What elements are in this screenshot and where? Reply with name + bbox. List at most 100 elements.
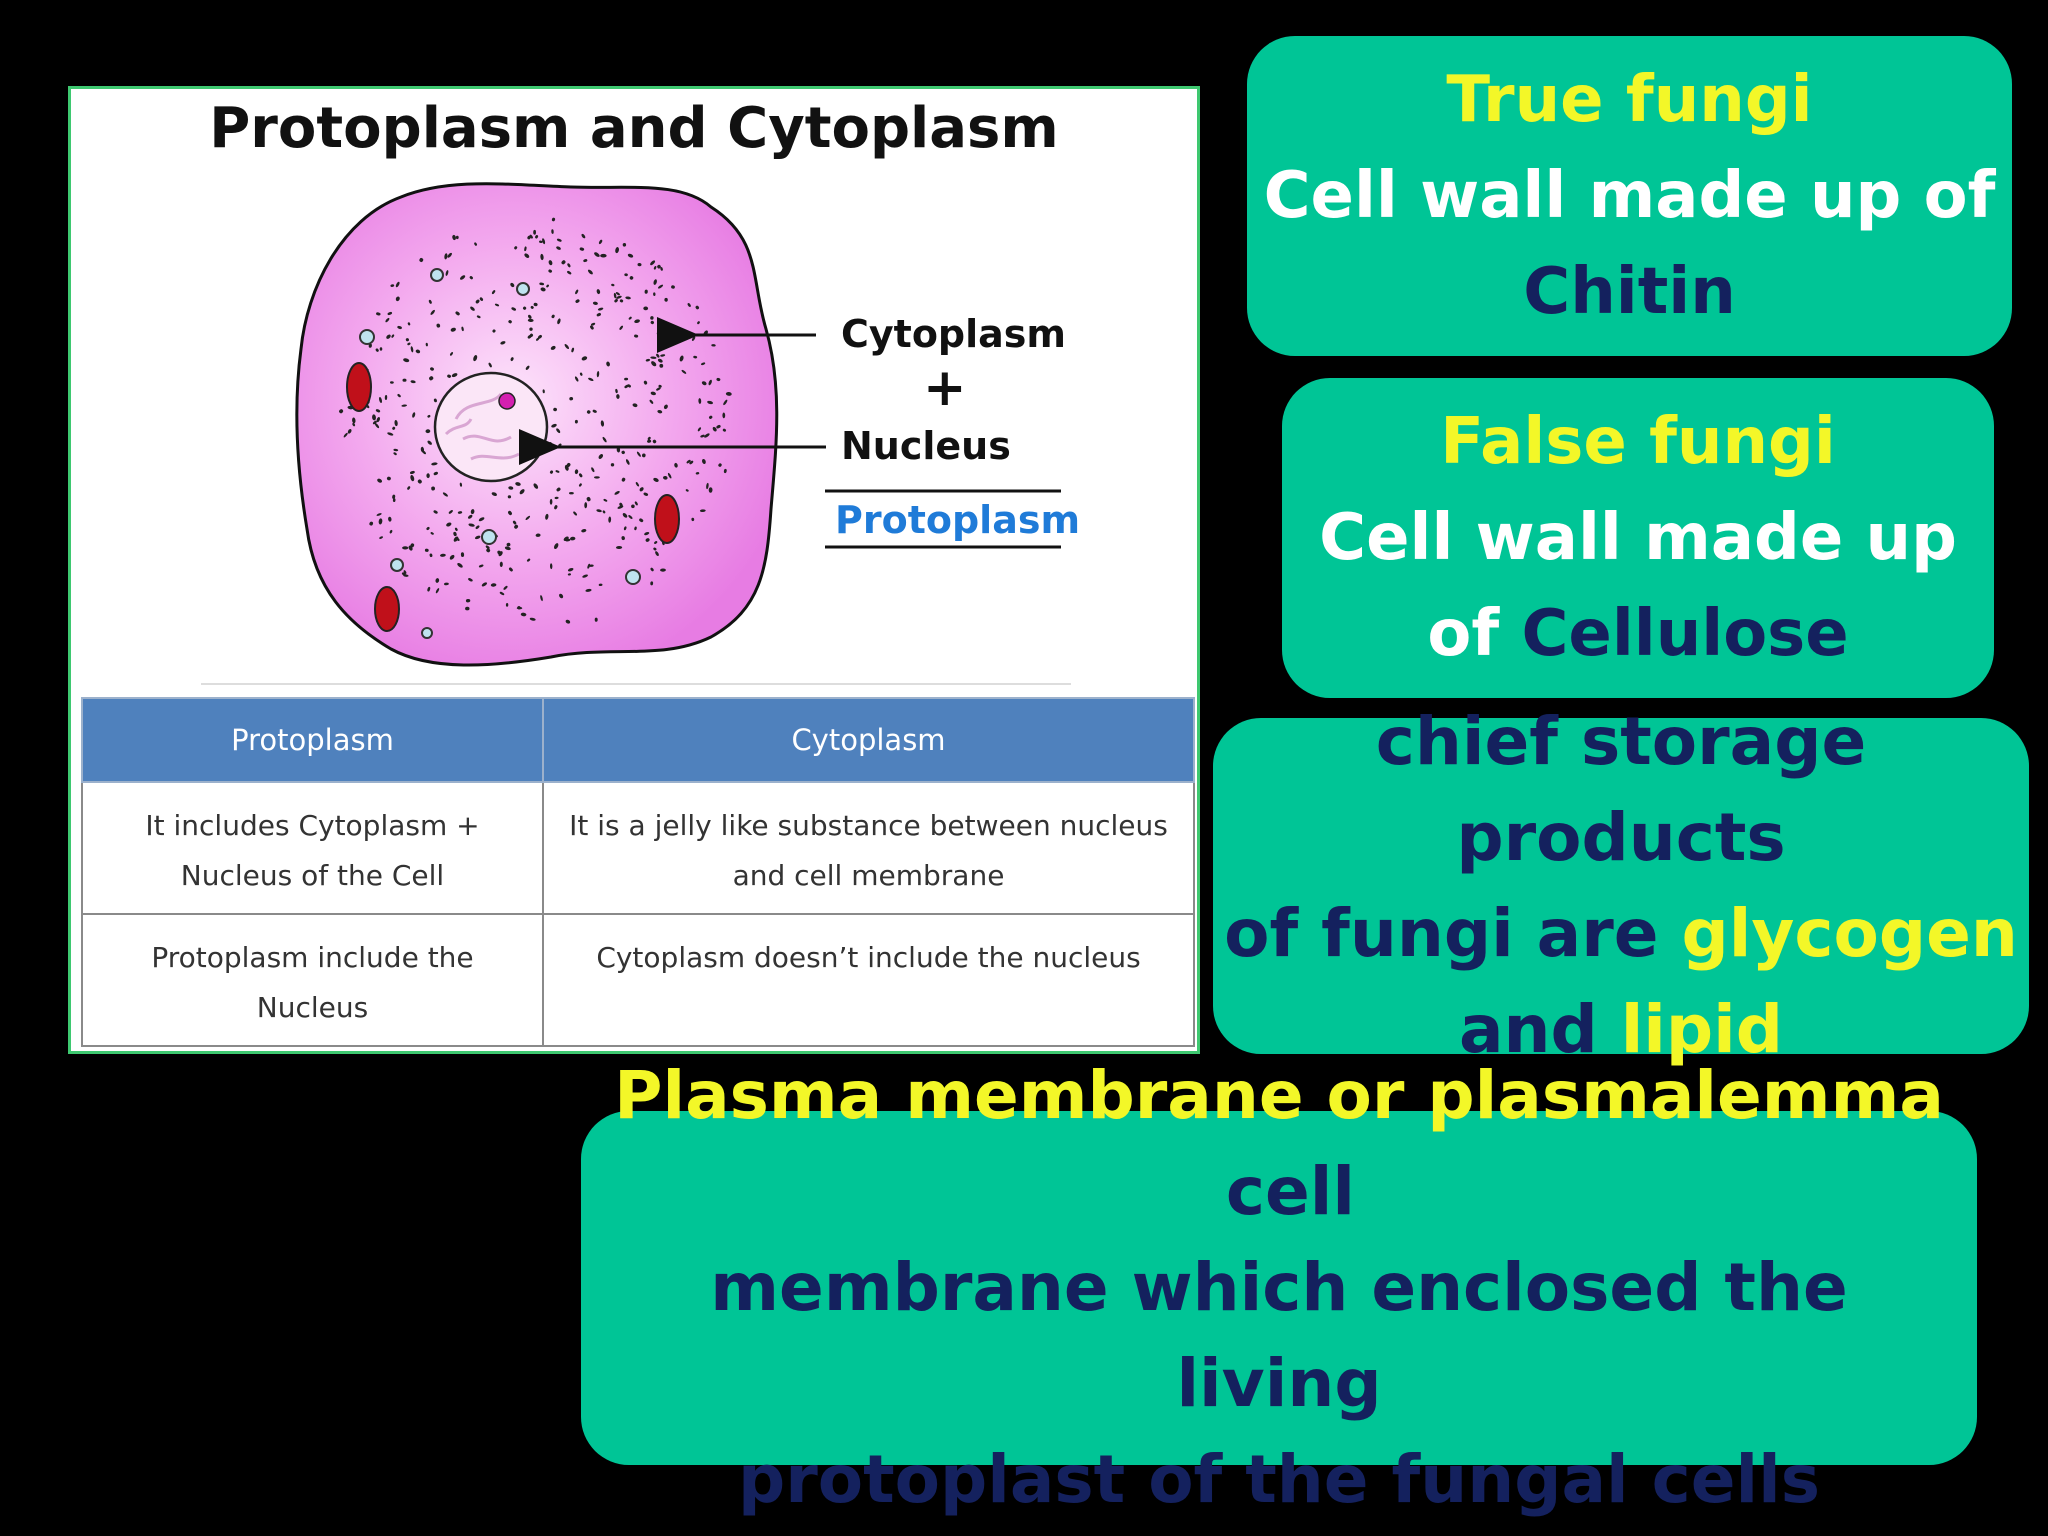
granule (706, 482, 709, 490)
granule (554, 496, 559, 500)
granule (598, 454, 604, 459)
false-fungi-material: Cellulose (1521, 597, 1849, 671)
table-cell: Cytoplasm doesn’t include the nucleus (542, 913, 1195, 1047)
granule (588, 377, 594, 382)
storage-lipid: lipid (1620, 991, 1784, 1068)
granule (641, 453, 646, 458)
granule (663, 475, 668, 480)
granule (430, 532, 434, 535)
granule (425, 342, 428, 347)
granule (647, 439, 652, 443)
granule (567, 270, 572, 275)
granule (457, 511, 463, 514)
granule (514, 246, 518, 250)
granule (527, 235, 531, 240)
granule (579, 473, 583, 478)
granule (548, 269, 553, 273)
granule (567, 573, 571, 576)
granule (428, 299, 432, 304)
granule (723, 468, 727, 474)
granule (529, 617, 536, 621)
granule (549, 563, 553, 570)
granule (553, 407, 557, 412)
mitochondrion (346, 362, 372, 412)
granule (615, 292, 620, 296)
granule (517, 606, 521, 610)
granule (657, 264, 661, 269)
granule (702, 458, 706, 465)
granule (429, 553, 433, 558)
granule (628, 316, 632, 320)
granule (574, 376, 579, 382)
granule (649, 399, 654, 404)
granule (556, 487, 561, 492)
granule (616, 394, 620, 399)
granule (445, 270, 449, 276)
granule (644, 289, 648, 294)
granule (602, 436, 607, 443)
granule (368, 343, 372, 348)
granule (500, 341, 506, 345)
granule (459, 275, 466, 280)
granule (533, 229, 537, 235)
figure-title: Protoplasm and Cytoplasm (209, 95, 1059, 161)
granule (587, 563, 591, 569)
granule (613, 292, 617, 299)
granule (474, 535, 481, 540)
granule (352, 422, 356, 427)
granule (653, 547, 657, 551)
granule (634, 334, 639, 338)
label-protoplasm: Protoplasm (835, 498, 1080, 542)
granule (586, 410, 591, 414)
granule (339, 409, 344, 414)
granule (435, 578, 440, 583)
granule (657, 284, 664, 289)
granule (645, 538, 650, 542)
granule (697, 427, 701, 432)
granule (634, 526, 637, 531)
true-fungi-heading: True fungi (1446, 63, 1813, 137)
granule (452, 234, 456, 241)
granule (491, 290, 496, 295)
granule (397, 325, 402, 330)
granule (659, 363, 664, 368)
granule (467, 514, 473, 519)
granule (473, 355, 478, 362)
granule (582, 574, 588, 578)
granule (520, 612, 527, 617)
granule (402, 378, 407, 382)
granule (427, 440, 432, 445)
granule (431, 462, 438, 466)
granule (526, 558, 531, 562)
granule (475, 299, 480, 304)
granule (433, 398, 437, 403)
granule (594, 476, 600, 479)
granule (687, 302, 691, 308)
granule (492, 329, 496, 333)
granule (497, 550, 502, 555)
granule (674, 462, 678, 468)
granule (627, 384, 631, 388)
granule (426, 526, 430, 531)
granule (591, 467, 595, 473)
protoplasm-cytoplasm-figure: Protoplasm and Cytoplasm (68, 86, 1200, 1054)
granule (718, 463, 722, 467)
granule (433, 471, 438, 476)
granule (377, 478, 383, 483)
granule (407, 486, 411, 490)
granule (374, 423, 380, 429)
granule (653, 265, 657, 270)
granule (657, 358, 663, 363)
granule (379, 396, 382, 404)
granule (627, 253, 634, 258)
granule (385, 317, 390, 323)
granule (608, 516, 612, 523)
granule (628, 515, 633, 519)
granule (453, 531, 457, 537)
granule (711, 344, 716, 347)
granule (394, 420, 398, 427)
granule (681, 369, 687, 374)
granule (508, 510, 512, 516)
granule (409, 470, 415, 475)
granule (596, 313, 601, 317)
